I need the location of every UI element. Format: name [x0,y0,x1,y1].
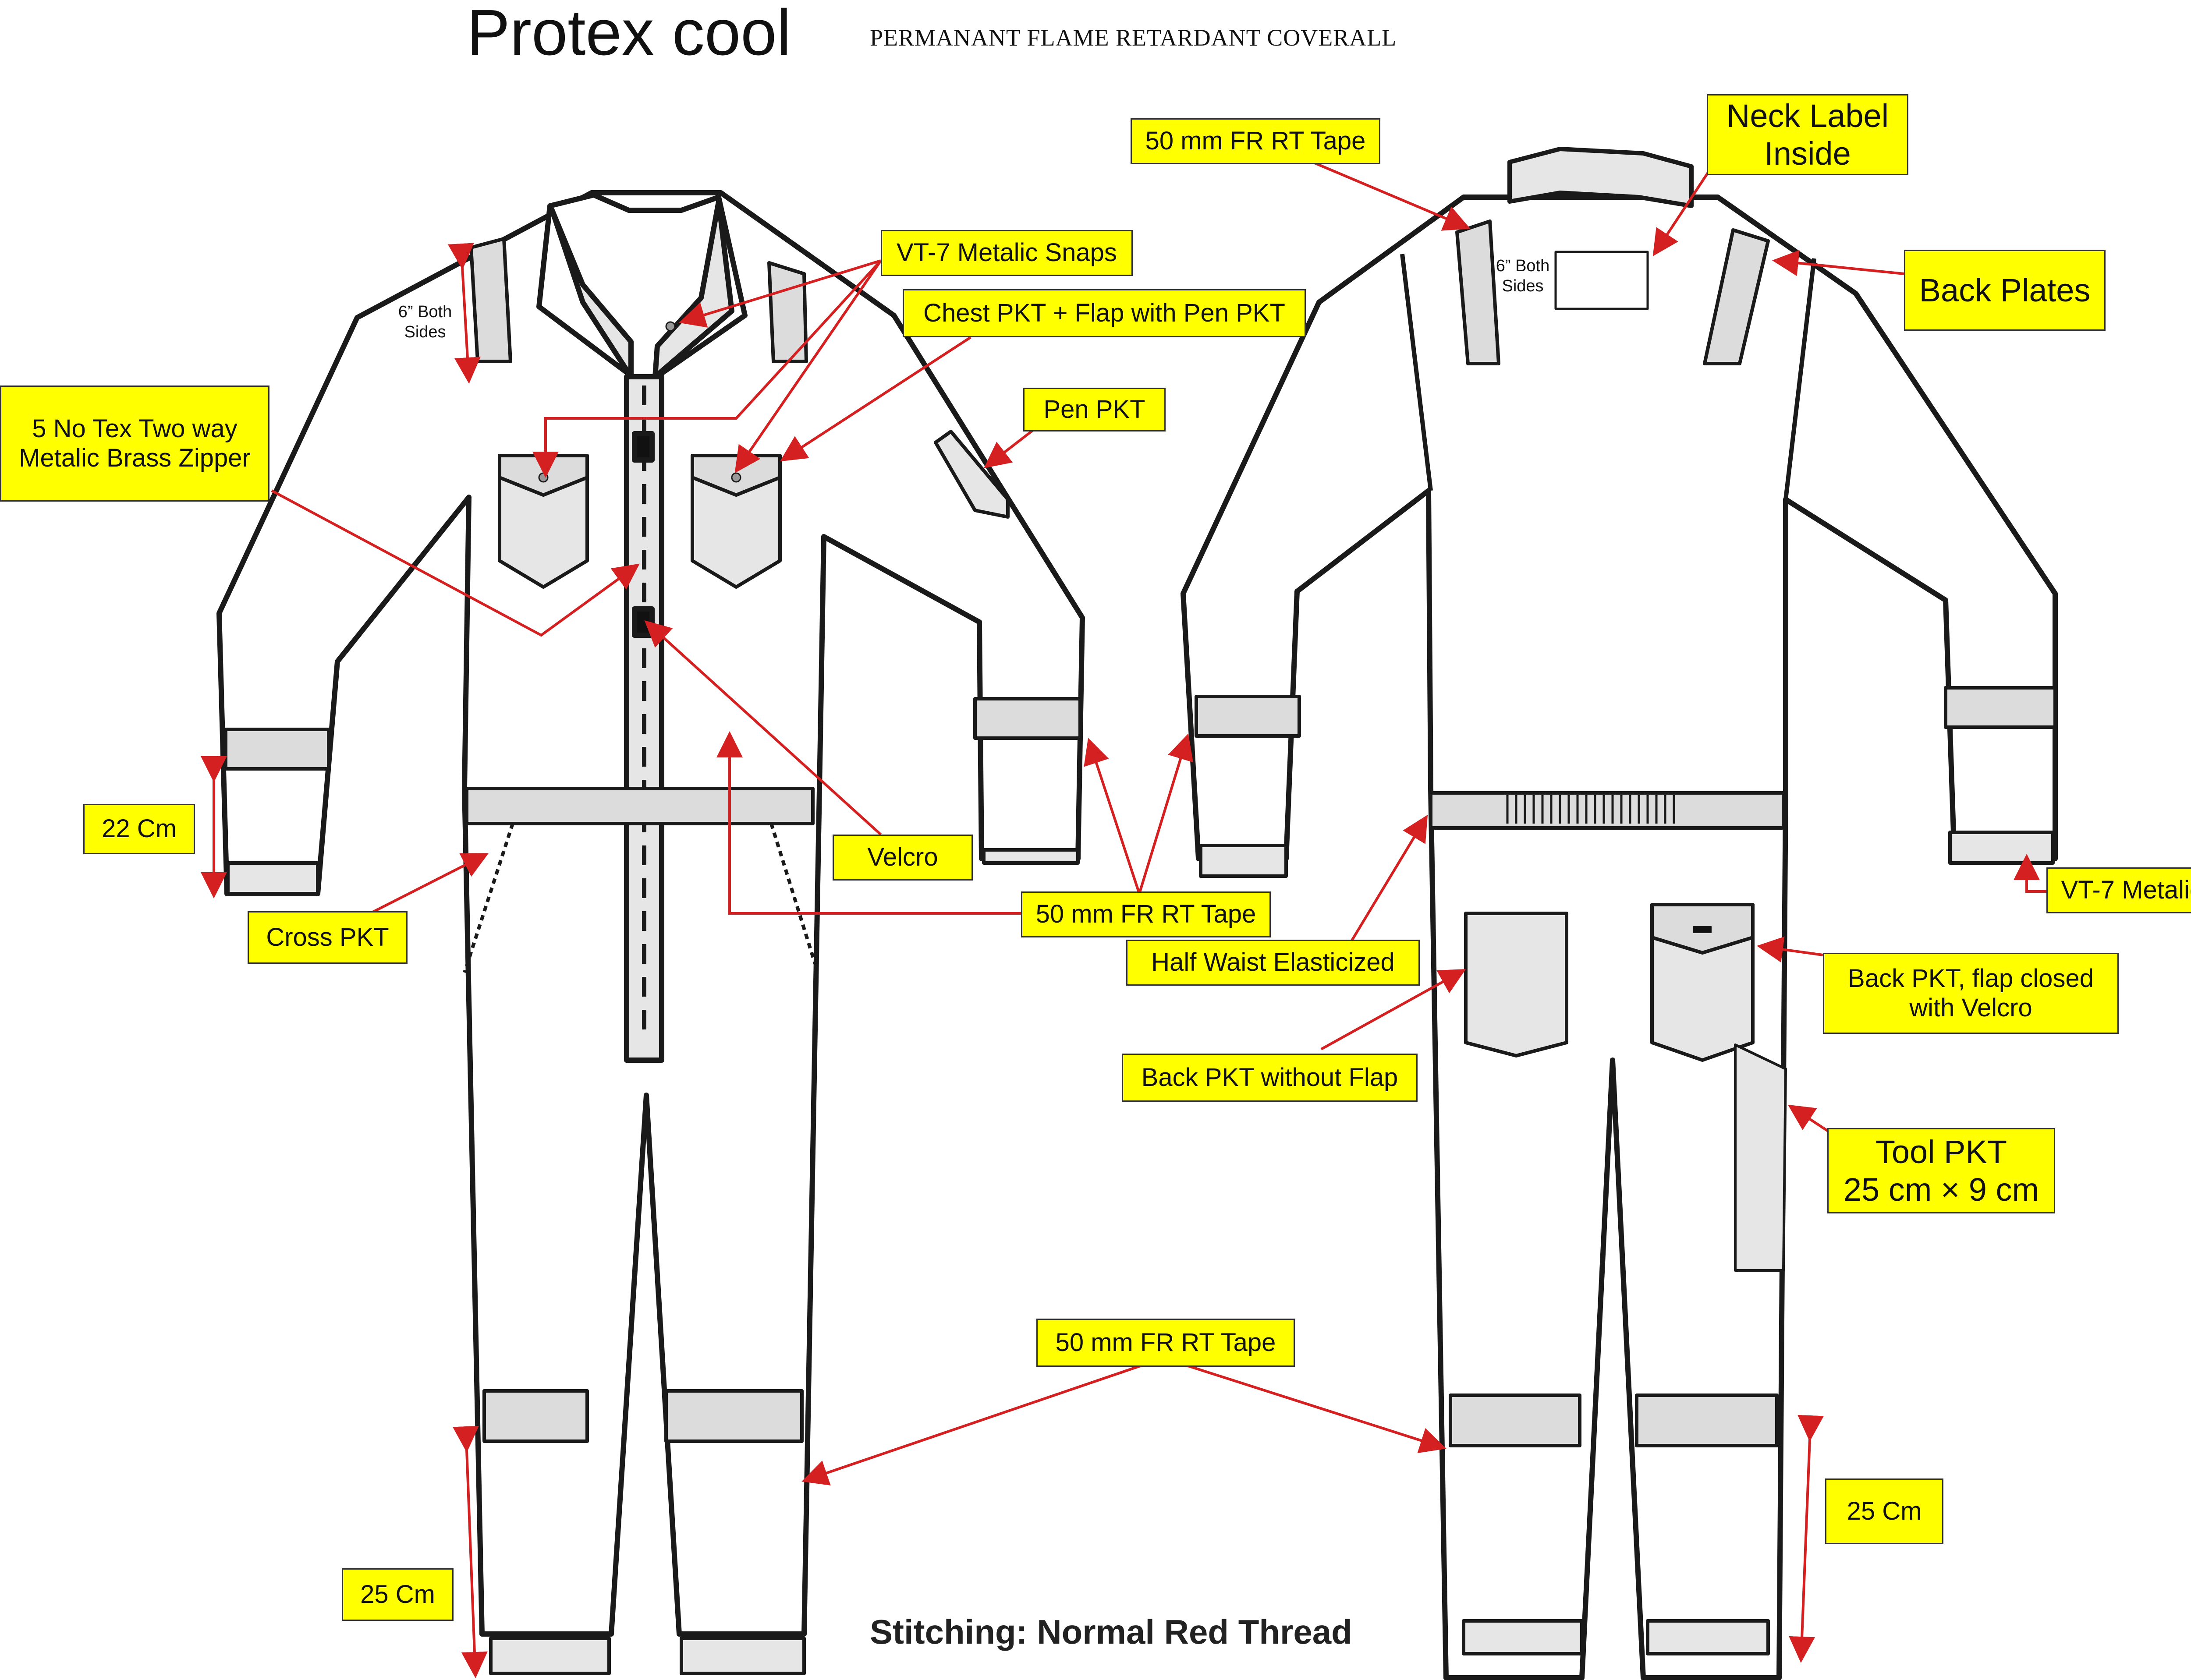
back-collar [1507,147,1694,208]
velcro-tab-2 [632,606,655,638]
arrow-back-pkt-noflap [1320,969,1466,1050]
front-lapel-right [652,199,734,379]
back-leg-hem-left [1462,1619,1584,1655]
front-sleeve-tape-left [224,728,330,771]
callout-back-plates: Back Plates [1904,250,2106,331]
arrow-pen-pkt [984,428,1035,468]
back-side-panel-left [1400,254,1433,491]
back-shoulder-plate-left [1455,219,1500,365]
back-leg-hem-right [1646,1619,1770,1655]
front-cross-pocket-right [769,823,817,965]
arrow-cross-pkt [356,853,489,921]
dim-25cm-front [452,1425,488,1678]
arrow-tape-waist [716,731,1021,915]
arrow-back-pkt-flap [1757,936,1823,963]
arrow-tape-sleeve-front [1084,738,1141,894]
back-shoulder-plate-right [1703,228,1770,365]
arrow-tape-leg-back [1163,1357,1446,1454]
arrow-vt7-pocket-left [532,259,882,478]
back-cuff-right [1948,831,2055,865]
front-snap-pocket-right [731,472,741,483]
front-leg-hem-right [680,1637,806,1675]
arrow-back-plates [1772,250,1904,276]
back-side-panel-right [1783,258,1816,500]
back-waist-elastic [1506,795,1675,824]
arrow-vt7-pocket-right [734,260,882,473]
front-pen-pocket [934,430,1010,519]
arrow-tape-top [1312,161,1471,231]
front-waist-tape [465,787,815,825]
callout-22cm: 22 Cm [83,804,195,854]
callout-pen-pkt: Pen PKT [1023,388,1166,431]
front-cross-pocket-left [463,823,514,973]
front-lapel-left [550,208,634,379]
dimension-arrows [201,243,1824,1678]
back-tool-pocket [1734,1043,1787,1272]
callout-velcro: Velcro [833,835,973,881]
front-leg-hem-left [489,1637,611,1675]
front-snap-collar [665,321,676,332]
callout-tape-waist: 50 mm FR RT Tape [1021,891,1271,937]
callout-neck-label: Neck Label Inside [1707,94,1908,175]
arrow-vt7-back [2014,854,2051,893]
callout-tool-pkt: Tool PKT 25 cm × 9 cm [1827,1128,2055,1213]
dim-25cm-back [1789,1415,1824,1663]
arrow-chest-pkt [780,336,971,462]
back-pocket-velcro [1693,926,1712,933]
callout-vt7-snaps-back: VT-7 Metalic Snaps [2046,867,2191,913]
callout-back-pkt-flap: Back PKT, flap closed with Velcro [1823,953,2119,1034]
callout-tape-top: 50 mm FR RT Tape [1131,118,1380,164]
arrow-vt7-collar [679,259,881,328]
arrow-tape-sleeve-back [1138,733,1193,894]
back-neck-label [1554,251,1649,310]
arrows [271,150,2051,1485]
back-body-outline [1181,195,2058,1680]
front-leg-tape-right [664,1389,804,1443]
back-pocket-left [1464,912,1568,1058]
stitching-note: Stitching: Normal Red Thread [870,1613,1352,1651]
back-leg-tape-right [1635,1394,1779,1447]
dim-shoulder-front [447,243,481,384]
arrow-tape-leg-front [801,1357,1164,1485]
callout-zipper: 5 No Tex Two way Metalic Brass Zipper [0,386,269,502]
front-shoulder-note: 6” Both Sides [398,303,452,341]
front-leg-tape-left [482,1389,589,1443]
back-waist-band [1429,791,1785,830]
front-shoulder-plate-left [469,237,512,363]
callout-cross-pkt: Cross PKT [248,911,408,964]
back-cuff-left [1199,844,1288,878]
page-title: Protex cool [467,0,791,69]
front-cuff-left [226,861,319,895]
velcro-tab-1 [632,431,655,463]
arrow-zipper [271,489,640,637]
front-cuff-right [982,848,1080,865]
callout-tape-legs: 50 mm FR RT Tape [1036,1319,1295,1367]
callout-half-waist: Half Waist Elasticized [1126,940,1420,986]
back-sleeve-tape-left [1195,695,1301,738]
callout-back-pkt-noflap: Back PKT without Flap [1122,1054,1418,1102]
front-sleeve-tape-right [973,697,1082,740]
callout-25cm-front: 25 Cm [342,1568,454,1621]
callout-chest-pkt: Chest PKT + Flap with Pen PKT [903,289,1306,337]
arrow-velcro [644,620,882,836]
back-leg-tape-left [1449,1394,1581,1447]
callout-25cm-back: 25 Cm [1825,1478,1943,1544]
page-subtitle: PERMANANT FLAME RETARDANT COVERALL [870,25,1397,51]
back-shoulder-note: 6” Both Sides [1496,257,1550,295]
callout-vt7-snaps-front: VT-7 Metalic Snaps [881,230,1133,276]
back-sleeve-tape-right [1944,686,2057,729]
back-coverall [1181,147,2058,1680]
arrow-half-waist [1348,814,1428,945]
